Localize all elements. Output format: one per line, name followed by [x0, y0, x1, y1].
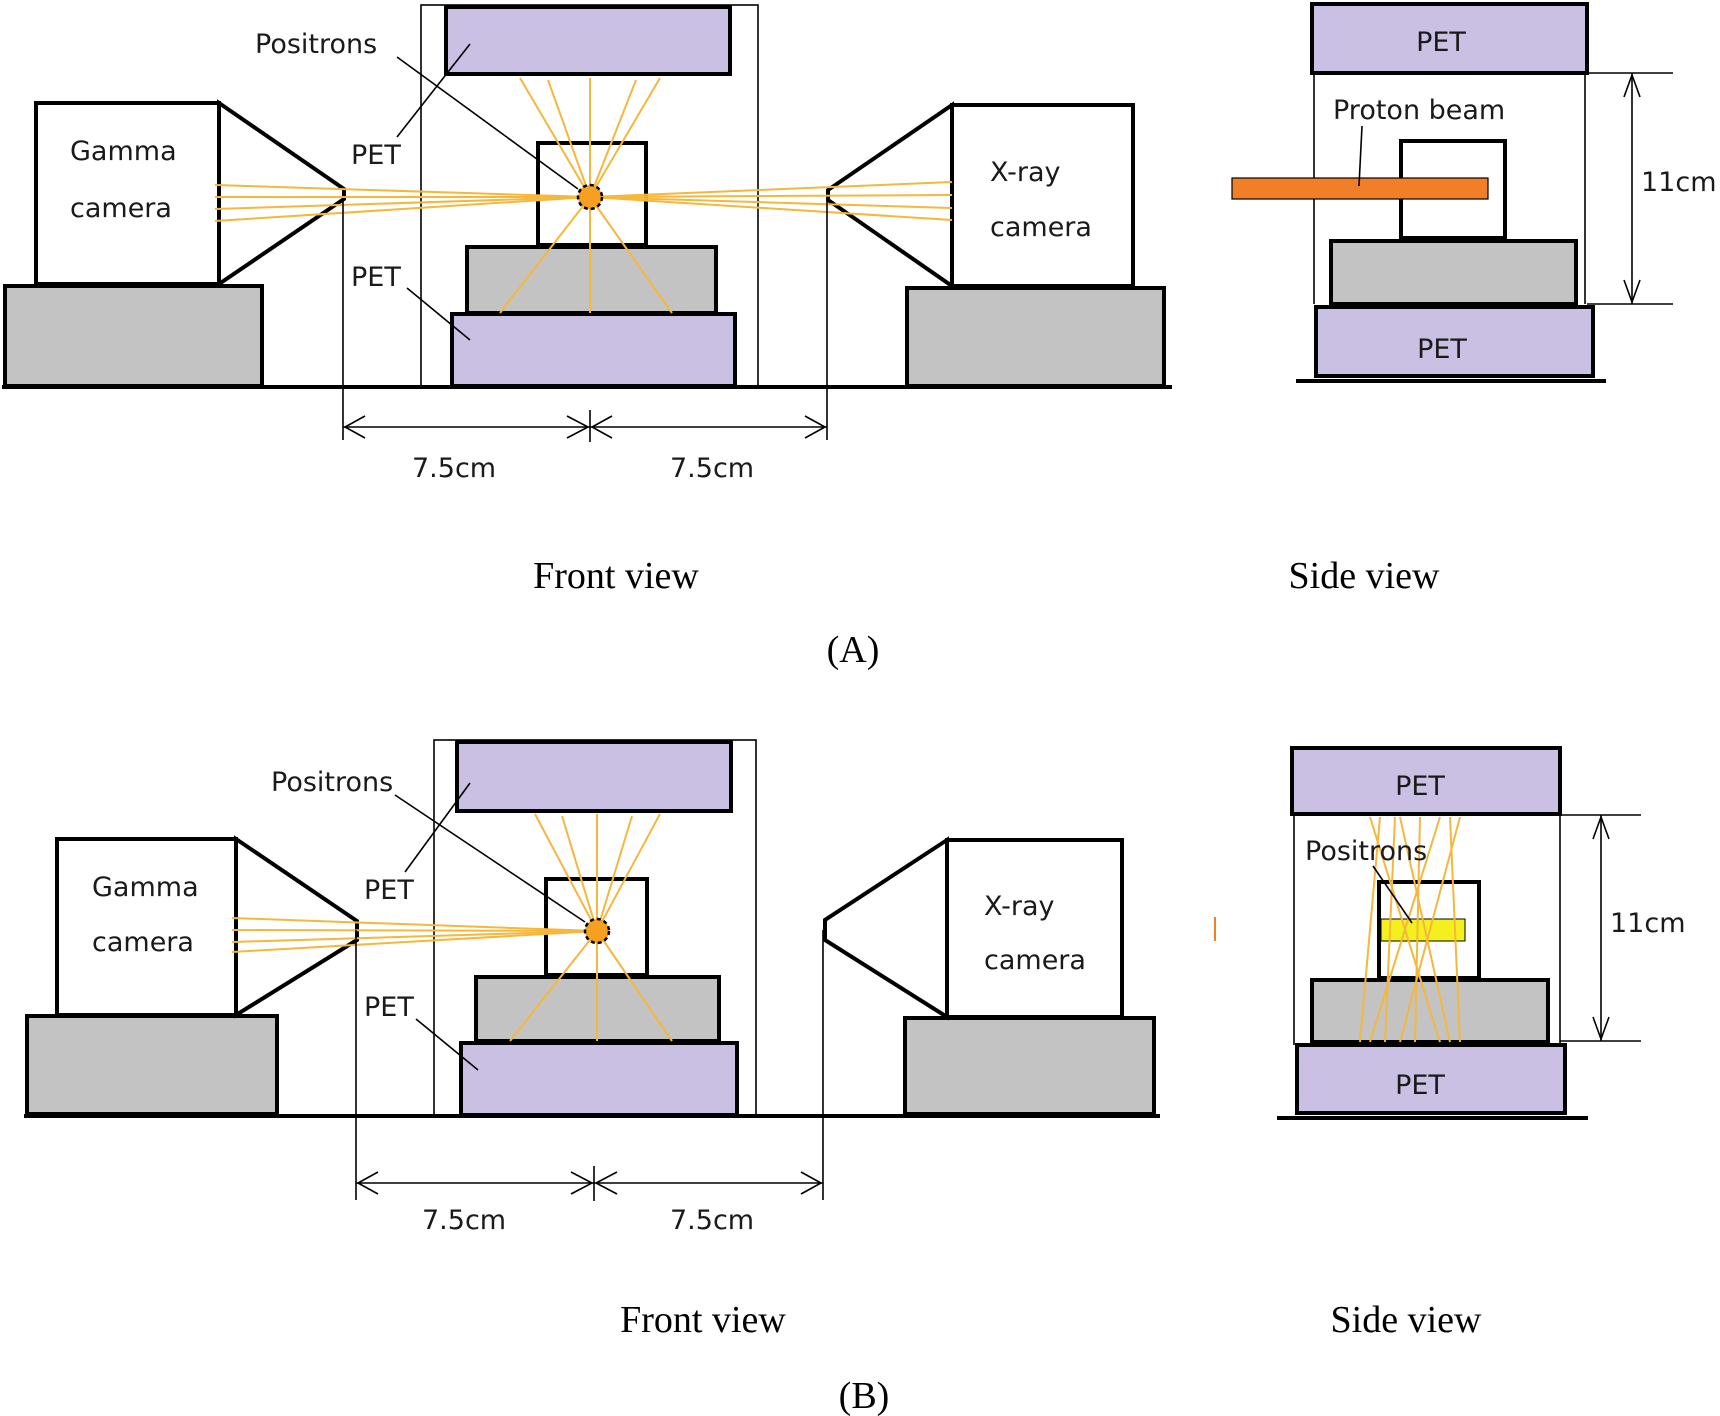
- xray-camera-body: [945, 838, 1124, 1019]
- positron-source: [576, 183, 604, 211]
- side-pet-top: [1290, 746, 1562, 816]
- positrons-label: Positrons: [255, 29, 377, 60]
- proton-beam-leader: [1358, 125, 1363, 187]
- dim-left-label: 7.5cm: [422, 1205, 506, 1236]
- panel-b: Gamma camera X-ray camera: [24, 739, 1686, 1416]
- xray-camera-label-1: X-ray: [990, 157, 1061, 188]
- pet-detector-bottom: [459, 1041, 739, 1117]
- pet-bottom-leader: [415, 1018, 479, 1071]
- dimension-b: [355, 930, 824, 1201]
- gamma-camera-body: [55, 837, 238, 1017]
- side-pet-bottom: [1314, 305, 1595, 378]
- side-pet-bottom-label: PET: [1395, 1070, 1445, 1101]
- height-dimension-b: [1560, 814, 1641, 1042]
- positrons-leader: [396, 56, 579, 190]
- pet-bottom-leader: [406, 287, 471, 341]
- dim-right-label: 7.5cm: [670, 453, 754, 484]
- side-view-b: PET Positrons PET: [1214, 746, 1686, 1341]
- front-view-a: Gamma camera X-ray camera: [2, 4, 1172, 597]
- front-view-title: Front view: [533, 555, 699, 597]
- side-gamma-rays-b: [1359, 816, 1461, 1043]
- side-positrons-label: Positrons: [1305, 836, 1427, 867]
- gamma-camera-collimator: [217, 99, 346, 288]
- side-pet-top-label: PET: [1416, 27, 1466, 58]
- dim-left-label: 7.5cm: [412, 453, 496, 484]
- proton-beam-label: Proton beam: [1333, 95, 1505, 126]
- gamma-camera-label-2: camera: [92, 927, 194, 958]
- gamma-camera-label-1: Gamma: [70, 136, 177, 167]
- pet-top-leader: [404, 782, 471, 873]
- xray-stage: [903, 1016, 1156, 1116]
- panel-caption: (B): [839, 1375, 890, 1416]
- positrons-leader: [394, 794, 586, 923]
- xray-camera-collimator: [823, 836, 949, 1021]
- side-pet-bottom: [1295, 1043, 1567, 1115]
- panel-caption: (A): [827, 629, 880, 671]
- side-view-a: PET Proton beam PET 11cm Side view: [1231, 2, 1717, 597]
- height-dimension-a: [1587, 72, 1673, 305]
- xray-stage: [905, 286, 1166, 388]
- side-pet-bottom-label: PET: [1417, 334, 1467, 365]
- side-pet-top: [1310, 2, 1589, 75]
- pet-top-leader: [396, 43, 471, 138]
- front-view-b: Gamma camera X-ray camera: [24, 739, 1160, 1341]
- pet-bottom-label: PET: [351, 262, 401, 293]
- gamma-stage: [3, 284, 264, 388]
- panel-a: Gamma camera X-ray camera: [2, 2, 1717, 671]
- pet-detector-bottom: [450, 312, 737, 388]
- gamma-rays-b: [231, 813, 673, 1042]
- gamma-rays-a: [214, 77, 953, 314]
- gamma-camera-label-1: Gamma: [92, 872, 199, 903]
- side-pet-top-label: PET: [1395, 771, 1445, 802]
- xray-camera-label-1: X-ray: [984, 891, 1055, 922]
- gamma-camera-collimator: [234, 835, 359, 1019]
- gamma-stage: [25, 1014, 279, 1116]
- positrons-label: Positrons: [271, 767, 393, 798]
- side-view-title: Side view: [1331, 1299, 1482, 1341]
- xray-camera-label-2: camera: [990, 212, 1092, 243]
- pet-top-label: PET: [351, 140, 401, 171]
- dimension-a: [342, 198, 828, 442]
- xray-camera-body: [950, 103, 1135, 288]
- dim-right-label: 7.5cm: [670, 1205, 754, 1236]
- pet-bottom-label: PET: [364, 992, 414, 1023]
- side-stage: [1329, 239, 1578, 306]
- positron-source: [583, 917, 611, 945]
- front-view-title: Front view: [620, 1299, 786, 1341]
- xray-camera-label-2: camera: [984, 945, 1086, 976]
- pet-detector-top: [444, 5, 732, 76]
- side-positrons-leader: [1372, 865, 1413, 924]
- height-dim-label: 11cm: [1610, 908, 1686, 939]
- pet-top-label: PET: [364, 875, 414, 906]
- sample-stage: [465, 245, 718, 315]
- pet-detector-top: [455, 740, 733, 813]
- side-view-title: Side view: [1289, 555, 1440, 597]
- height-dim-label: 11cm: [1641, 167, 1717, 198]
- gamma-camera-label-2: camera: [70, 193, 172, 224]
